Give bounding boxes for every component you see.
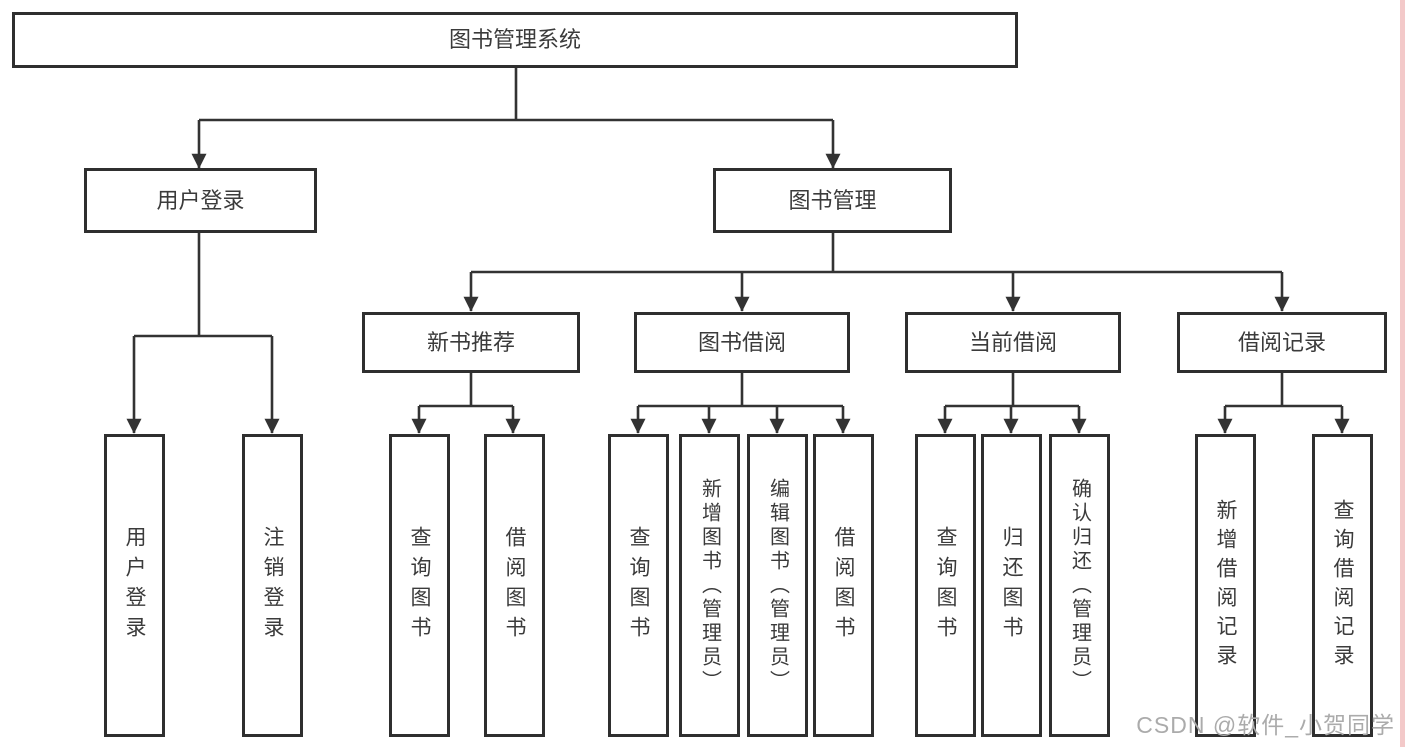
node-current-borrowing: 当前借阅	[905, 312, 1121, 373]
node-new-book-recommend: 新书推荐	[362, 312, 580, 373]
node-label: 查询图书	[627, 525, 650, 646]
node-label: 用户登录	[123, 525, 146, 646]
node-label: 注销登录	[261, 525, 284, 646]
node-library-management-system: 图书管理系统	[12, 12, 1018, 68]
csdn-watermark: CSDN @软件_小贺同学	[1136, 712, 1395, 738]
node-label: 新增图书（管理员）	[698, 477, 721, 694]
node-label: 查询图书	[934, 525, 957, 646]
node-label: 图书借阅	[697, 329, 786, 355]
leaf-add-books-admin: 新增图书（管理员）	[679, 434, 740, 737]
node-label: 当前借阅	[968, 329, 1057, 355]
leaf-add-borrow-record: 新增借阅记录	[1195, 434, 1256, 737]
right-edge-strip	[1400, 0, 1405, 747]
arrow-connectors	[126, 120, 1350, 434]
node-label: 借阅图书	[832, 525, 855, 646]
node-book-management: 图书管理	[713, 168, 952, 233]
node-user-login: 用户登录	[84, 168, 317, 233]
leaf-logout: 注销登录	[242, 434, 303, 737]
leaf-return-books: 归还图书	[981, 434, 1042, 737]
node-label: 确认归还（管理员）	[1068, 477, 1091, 694]
node-label: 查询图书	[408, 525, 431, 646]
leaf-query-books-borrowing: 查询图书	[608, 434, 669, 737]
node-label: 新增借阅记录	[1214, 498, 1237, 673]
node-label: 查询借阅记录	[1331, 498, 1354, 673]
node-label: 归还图书	[1000, 525, 1023, 646]
leaf-query-books-recommend: 查询图书	[389, 434, 450, 737]
node-label: 新书推荐	[426, 329, 515, 355]
node-book-borrowing: 图书借阅	[634, 312, 850, 373]
node-label: 编辑图书（管理员）	[766, 477, 789, 694]
leaf-borrow-books-recommend: 借阅图书	[484, 434, 545, 737]
node-label: 用户登录	[156, 187, 245, 213]
leaf-user-login: 用户登录	[104, 434, 165, 737]
connector-trunks	[134, 68, 1342, 408]
leaf-edit-books-admin: 编辑图书（管理员）	[747, 434, 808, 737]
leaf-confirm-return-admin: 确认归还（管理员）	[1049, 434, 1110, 737]
node-label: 图书管理	[788, 187, 877, 213]
node-label: 图书管理系统	[448, 27, 581, 52]
leaf-borrow-books: 借阅图书	[813, 434, 874, 737]
leaf-query-borrow-record: 查询借阅记录	[1312, 434, 1373, 737]
node-label: 借阅记录	[1237, 329, 1326, 355]
leaf-query-books-current: 查询图书	[915, 434, 976, 737]
node-borrowing-records: 借阅记录	[1177, 312, 1387, 373]
node-label: 借阅图书	[503, 525, 526, 646]
